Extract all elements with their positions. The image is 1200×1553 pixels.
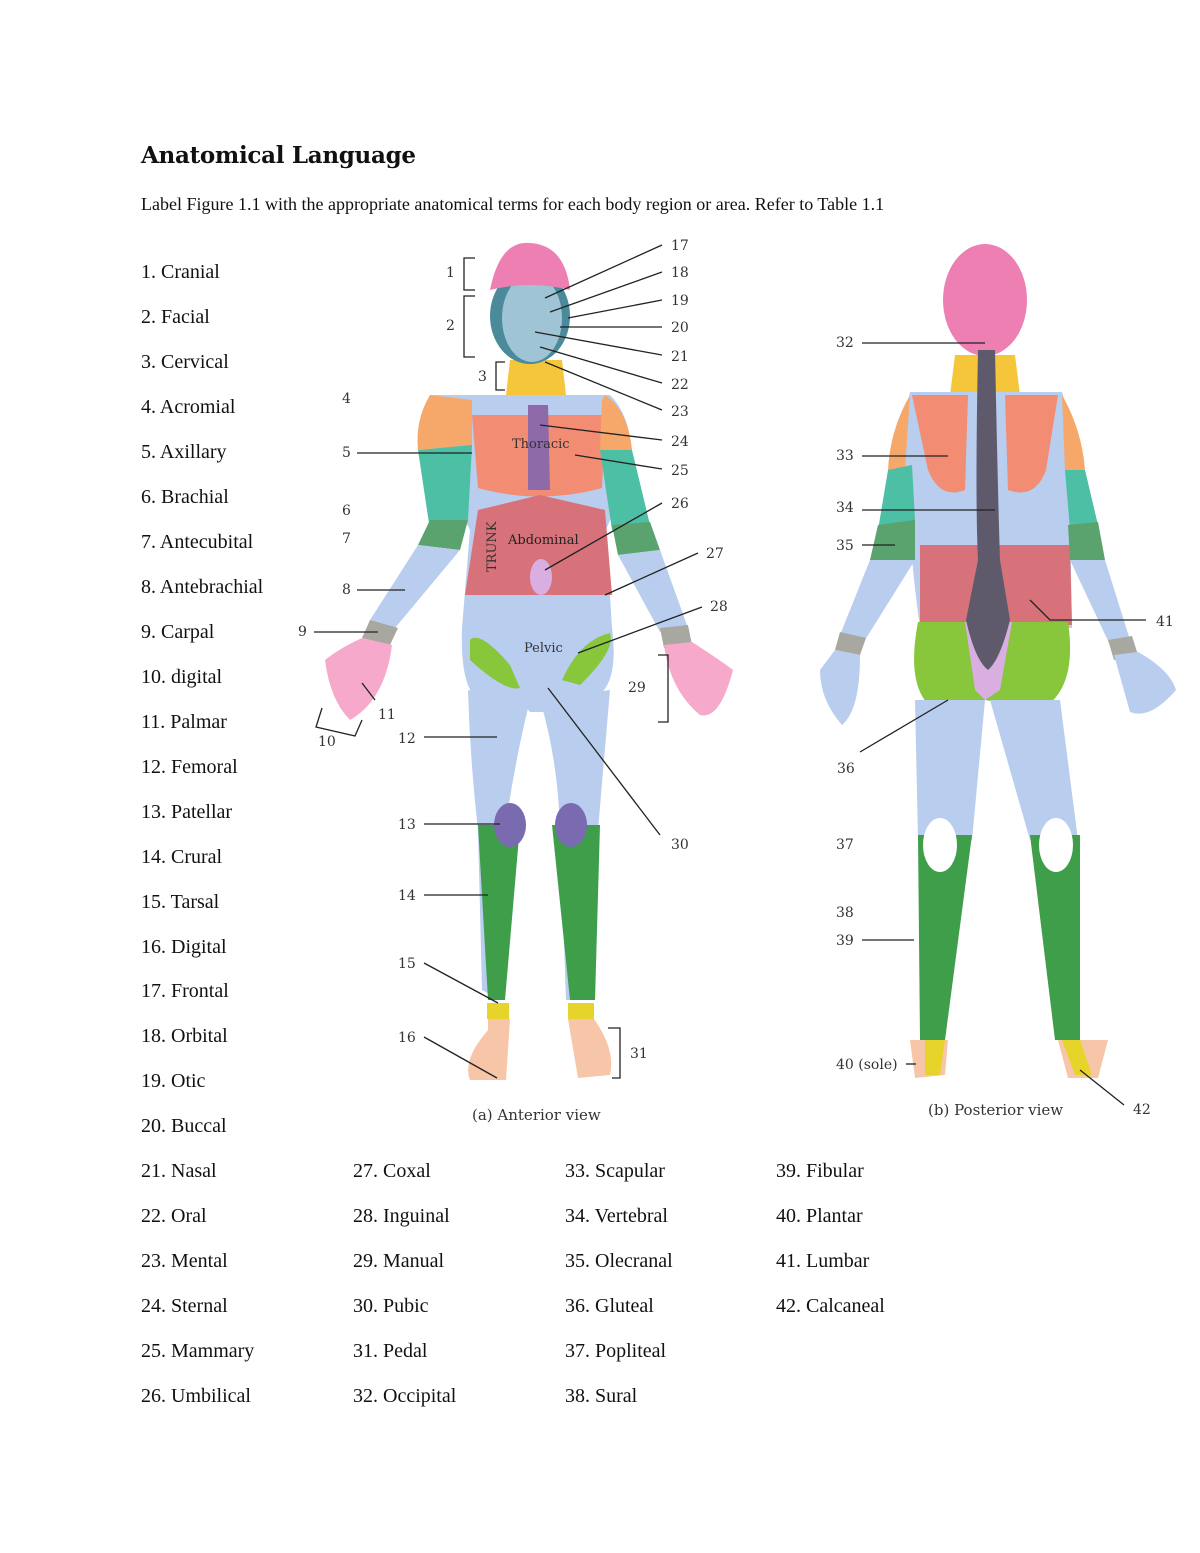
callout-27: 27 [706,546,724,562]
term-item: 24. Sternal [141,1295,228,1317]
posterior-body [820,244,1176,1078]
term-item: 14. Crural [141,846,223,868]
callout-38: 38 [836,905,854,921]
callout-5: 5 [342,445,351,461]
term-item: 40. Plantar [776,1205,863,1227]
term-item: 26. Umbilical [141,1385,251,1407]
callout-1: 1 [446,265,455,281]
callout-17: 17 [671,238,689,254]
term-item: 30. Pubic [353,1295,429,1317]
leader-lines [314,244,1146,1106]
callout-18: 18 [671,265,689,281]
term-item: 16. Digital [141,936,227,958]
callout-15: 15 [398,956,416,972]
term-item: 34. Vertebral [565,1205,668,1227]
callout-36: 36 [837,761,855,777]
anterior-caption: (a) Anterior view [472,1106,601,1124]
term-item: 41. Lumbar [776,1250,870,1272]
callout-14: 14 [398,888,416,904]
term-item: 20. Buccal [141,1115,227,1137]
callout-8: 8 [342,582,351,598]
callout-29: 29 [628,680,646,696]
term-item: 38. Sural [565,1385,638,1407]
callout-26: 26 [671,496,689,512]
term-item: 35. Olecranal [565,1250,673,1272]
callout-11: 11 [378,707,396,723]
callout-23: 23 [671,404,689,420]
callout-34: 34 [836,500,854,516]
callout-20: 20 [671,320,689,336]
term-item: 32. Occipital [353,1385,457,1407]
callout-9: 9 [298,624,307,640]
term-item: 12. Femoral [141,756,238,778]
term-item: 19. Otic [141,1070,206,1092]
callout-13: 13 [398,817,416,833]
callout-7: 7 [342,531,351,547]
callout-33: 33 [836,448,854,464]
callout-16: 16 [398,1030,416,1046]
term-item: 5. Axillary [141,441,227,463]
callout-22: 22 [671,377,689,393]
term-item: 3. Cervical [141,351,229,373]
term-item: 36. Gluteal [565,1295,654,1317]
callout-37: 37 [836,837,854,853]
term-item: 29. Manual [353,1250,445,1272]
region-label-abdominal: Abdominal [507,533,579,548]
term-item: 13. Patellar [141,801,233,823]
callout-39: 39 [836,933,854,949]
callout-12: 12 [398,731,416,747]
term-item: 1. Cranial [141,261,220,283]
callout-32: 32 [836,335,854,351]
term-item: 28. Inguinal [353,1205,450,1227]
term-item: 17. Frontal [141,980,229,1002]
term-item: 39. Fibular [776,1160,864,1182]
callout-10: 10 [318,734,336,750]
term-item: 37. Popliteal [565,1340,667,1362]
instructions: Label Figure 1.1 with the appropriate an… [141,194,885,214]
callout-21: 21 [671,349,689,365]
region-label-pelvic: Pelvic [524,641,563,656]
term-item: 11. Palmar [141,711,227,733]
term-item: 9. Carpal [141,621,215,643]
page-title: Anatomical Language [141,142,416,169]
callout-2: 2 [446,318,455,334]
term-item: 42. Calcaneal [776,1295,885,1317]
term-item: 31. Pedal [353,1340,428,1362]
callout-6: 6 [342,503,351,519]
term-item: 15. Tarsal [141,891,220,913]
term-item: 22. Oral [141,1205,207,1227]
callout-3: 3 [478,369,487,385]
term-item: 18. Orbital [141,1025,228,1047]
term-item: 4. Acromial [141,396,236,418]
callout-40: 40 (sole) [836,1057,898,1073]
callout-30: 30 [671,837,689,853]
term-item: 6. Brachial [141,486,229,508]
callout-28: 28 [710,599,728,615]
region-label-thoracic: Thoracic [512,437,570,452]
callout-35: 35 [836,538,854,554]
term-item: 2. Facial [141,306,210,328]
term-item: 8. Antebrachial [141,576,264,598]
callout-31: 31 [630,1046,648,1062]
term-item: 10. digital [141,666,223,688]
term-item: 7. Antecubital [141,531,254,553]
term-item: 25. Mammary [141,1340,255,1362]
callout-19: 19 [671,293,689,309]
posterior-caption: (b) Posterior view [928,1101,1063,1119]
callout-25: 25 [671,463,689,479]
callout-24: 24 [671,434,689,450]
region-label-trunk: TRUNK [485,521,500,572]
term-item: 27. Coxal [353,1160,431,1182]
callout-42: 42 [1133,1102,1151,1118]
anterior-body [325,242,733,1080]
callout-4: 4 [342,391,351,407]
term-item: 33. Scapular [565,1160,665,1182]
term-item: 23. Mental [141,1250,228,1272]
callout-41: 41 [1156,614,1174,630]
term-item: 21. Nasal [141,1160,217,1182]
